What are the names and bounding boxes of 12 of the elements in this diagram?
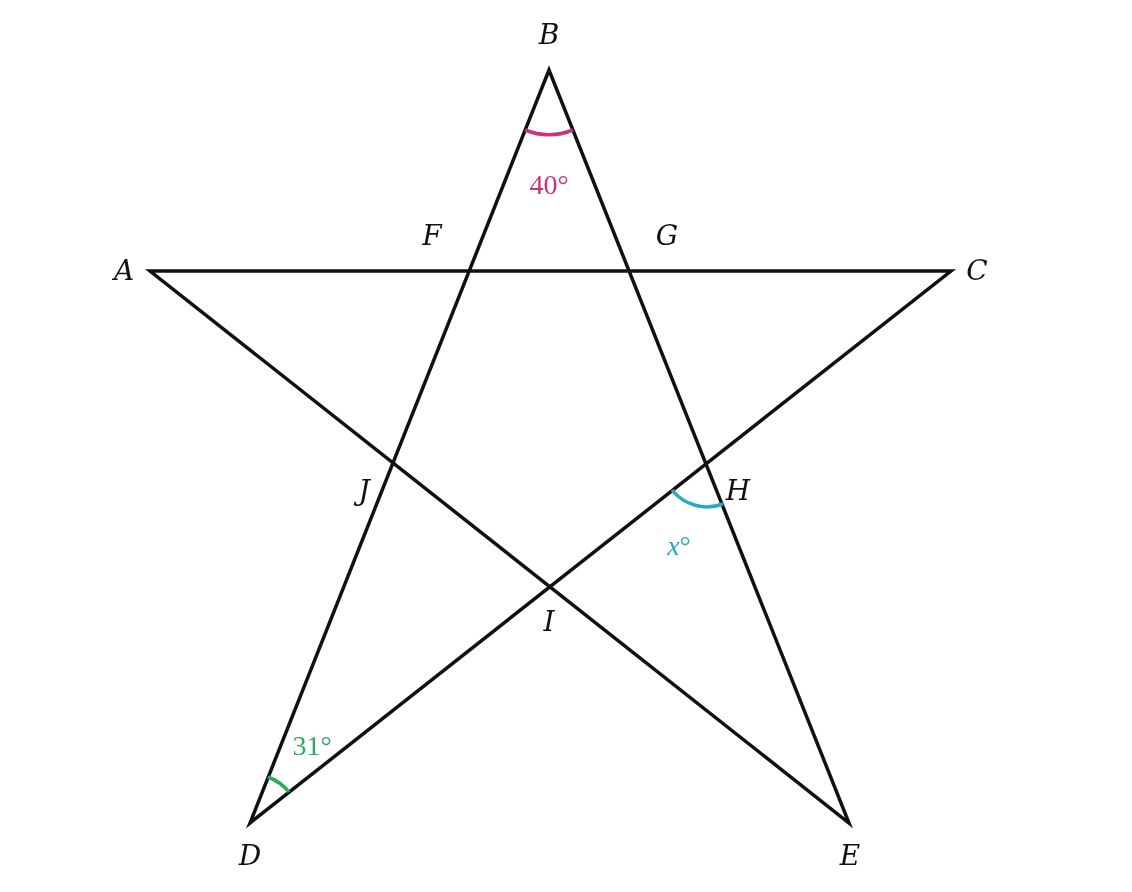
point-label: A	[113, 257, 135, 285]
point-label: B	[538, 21, 560, 49]
angle-label: 40°	[529, 171, 569, 199]
angle-label: 31°	[292, 732, 332, 760]
point-label: H	[725, 477, 751, 505]
point-label: E	[839, 842, 861, 870]
angle-label: x°	[667, 532, 691, 560]
point-label: D	[238, 842, 262, 870]
point-label: I	[543, 608, 555, 636]
point-label: F	[422, 222, 442, 250]
point-label: C	[966, 257, 988, 285]
point-label: G	[655, 222, 679, 250]
